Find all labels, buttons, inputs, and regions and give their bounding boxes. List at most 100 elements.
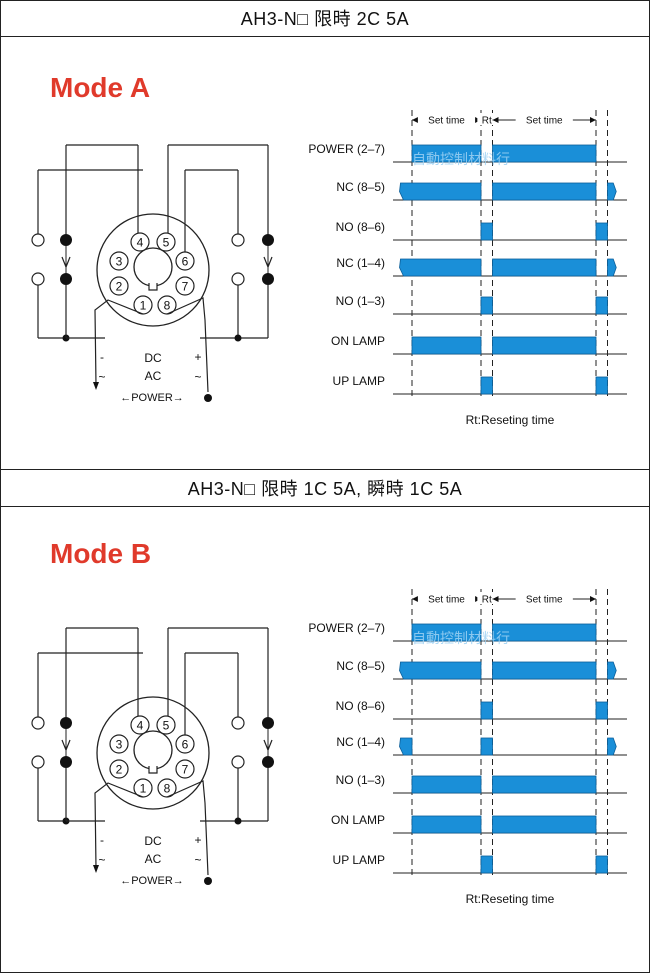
pin-2 <box>109 276 129 296</box>
timing-row-label-6: UP LAMP <box>333 374 385 388</box>
contact-closed-left-top <box>60 234 72 246</box>
contact-closed-left-bottom <box>60 756 72 768</box>
power-terminal-right <box>204 394 212 402</box>
set-time-1-label-bg <box>417 113 476 125</box>
pulse-4-0 <box>411 775 482 794</box>
ac-label: AC <box>145 852 162 866</box>
junction-right <box>234 334 242 342</box>
power-label: ←POWER→ <box>120 392 184 404</box>
reset-time-label: Rt <box>482 595 492 606</box>
power-leg-right <box>166 780 209 876</box>
contact-open-right-top <box>231 233 245 247</box>
pin-2 <box>109 759 129 779</box>
pulse-3-0 <box>399 258 482 277</box>
dc-label: DC <box>144 834 162 848</box>
pin-3 <box>109 251 129 271</box>
pulse-4-1 <box>492 775 597 794</box>
contact-open-right-bottom <box>231 755 245 769</box>
pin-label-5: 5 <box>163 719 170 733</box>
pulse-1-0 <box>399 182 482 201</box>
set-time-2-head-l <box>492 596 499 602</box>
pin-label-8: 8 <box>164 782 171 796</box>
reset-time-label-bg <box>477 113 497 125</box>
pulse-3-2 <box>607 737 617 756</box>
pulse-4-0 <box>480 296 493 315</box>
power-leg-left <box>94 299 144 386</box>
pin-3 <box>109 734 129 754</box>
reset-time-footnote: Rt:Reseting time <box>466 413 555 427</box>
contact-open-right-top <box>231 716 245 730</box>
timing-row-label-3: NC (1–4) <box>336 735 385 749</box>
set-time-2-head-r <box>590 596 596 602</box>
socket-key-hole <box>133 247 173 287</box>
set-time-2-head-l <box>492 117 499 123</box>
pin-label-2: 2 <box>116 763 123 777</box>
pulse-6-0 <box>480 376 493 395</box>
contact-closed-right-bottom <box>262 756 274 768</box>
dc-plus: + <box>194 833 201 847</box>
set-time-2-label: Set time <box>526 116 563 127</box>
watermark-text: 自動控制材料行 <box>412 151 510 167</box>
pulse-5-1 <box>492 336 597 355</box>
set-time-1-head-l <box>412 596 418 602</box>
ac-tilde-left: ~ <box>98 370 105 384</box>
pin-label-4: 4 <box>137 236 144 250</box>
pin-label-7: 7 <box>182 763 189 777</box>
pulse-1-2 <box>607 661 617 680</box>
set-time-1-label: Set time <box>428 116 465 127</box>
pulse-5-0 <box>411 815 482 834</box>
ac-tilde-left: ~ <box>98 853 105 867</box>
power-arrow-left <box>93 865 99 873</box>
pulse-3-1 <box>492 258 597 277</box>
pulse-2-0 <box>480 222 493 241</box>
power-label: ←POWER→ <box>120 875 184 887</box>
reset-time-label-bg <box>477 592 497 604</box>
pulse-3-1 <box>480 737 493 756</box>
pin-label-7: 7 <box>182 280 189 294</box>
pulse-1-0 <box>399 661 482 680</box>
socket-key-notch <box>148 766 158 774</box>
junction-right <box>234 817 242 825</box>
pulse-2-1 <box>595 701 608 720</box>
pin-label-3: 3 <box>116 255 123 269</box>
contact-open-left-top <box>31 233 45 247</box>
reset-time-footnote: Rt:Reseting time <box>466 892 555 906</box>
pulse-6-1 <box>595 376 608 395</box>
pulse-0-1 <box>492 144 597 163</box>
socket-key-notch-mask <box>149 282 157 290</box>
pin-label-4: 4 <box>137 719 144 733</box>
dc-label: DC <box>144 351 162 365</box>
ac-tilde-right: ~ <box>194 370 201 384</box>
pin-label-1: 1 <box>140 782 147 796</box>
timing-row-label-2: NO (8–6) <box>336 699 385 713</box>
pin-label-6: 6 <box>182 738 189 752</box>
set-time-2-head-r <box>590 117 596 123</box>
contact-closed-left-top <box>60 717 72 729</box>
contact-closed-right-bottom <box>262 273 274 285</box>
contact-open-left-bottom <box>31 272 45 286</box>
timing-row-label-4: NO (1–3) <box>336 294 385 308</box>
set-time-1-label-bg <box>417 592 476 604</box>
pulse-2-0 <box>480 701 493 720</box>
pulse-1-1 <box>492 661 597 680</box>
pin-5 <box>156 232 176 252</box>
pin-label-5: 5 <box>163 236 170 250</box>
power-leg-right <box>166 297 209 393</box>
pulse-0-1 <box>492 623 597 642</box>
ac-label: AC <box>145 369 162 383</box>
pulse-0-0 <box>411 144 482 163</box>
timing-row-label-3: NC (1–4) <box>336 256 385 270</box>
section-b-header: AH3-N□ 限時 1C 5A, 瞬時 1C 5A <box>0 469 650 507</box>
reset-time-label: Rt <box>482 116 492 127</box>
pulse-1-2 <box>607 182 617 201</box>
power-arrow-left <box>93 382 99 390</box>
mode-a-title: Mode A <box>50 72 151 103</box>
pulse-1-1 <box>492 182 597 201</box>
pulse-5-1 <box>492 815 597 834</box>
pulse-0-0 <box>411 623 482 642</box>
timing-row-label-1: NC (8–5) <box>336 659 385 673</box>
power-leg-left <box>94 782 144 869</box>
timing-row-label-5: ON LAMP <box>331 813 385 827</box>
